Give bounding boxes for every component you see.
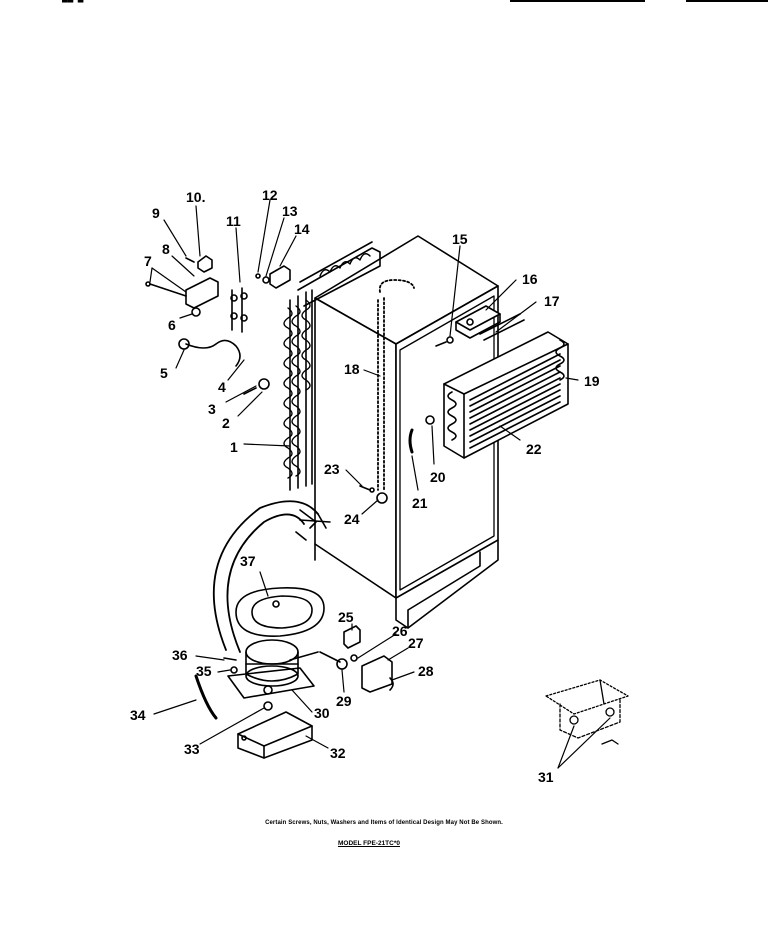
tube-17 <box>479 313 525 341</box>
model-number: MODEL FPE-21TC*0 <box>0 840 738 847</box>
drain-tube <box>377 279 415 491</box>
part-15 <box>435 336 454 347</box>
base-pan-32 <box>237 711 313 759</box>
callout-34: 34 <box>130 707 146 723</box>
callout-4: 4 <box>218 379 226 395</box>
callout-28: 28 <box>418 663 434 679</box>
top-edge-mark: ▀▀ ▀ <box>62 0 84 7</box>
callout-6: 6 <box>168 317 176 333</box>
callout-3: 3 <box>208 401 216 417</box>
footnote: Certain Screws, Nuts, Washers and Items … <box>265 820 503 826</box>
callout-5: 5 <box>160 365 168 381</box>
condenser-loops <box>283 253 371 479</box>
inset-31 <box>545 679 629 745</box>
callout-7: 7 <box>144 253 152 269</box>
model-number-text: MODEL FPE-21TC*0 <box>337 840 400 847</box>
part-21 <box>408 428 414 454</box>
top-rule-right <box>686 0 768 2</box>
callout-20: 20 <box>430 469 446 485</box>
callout-21: 21 <box>412 495 428 511</box>
drain-pan-37 <box>235 587 325 637</box>
callout-26: 26 <box>392 623 408 639</box>
callout-27: 27 <box>408 635 424 651</box>
callout-10: 10. <box>186 189 205 205</box>
callout-35: 35 <box>196 663 212 679</box>
callout-36: 36 <box>172 647 188 663</box>
callout-18: 18 <box>344 361 360 377</box>
callout-24: 24 <box>344 511 360 527</box>
callout-2: 2 <box>222 415 230 431</box>
callout-9: 9 <box>152 205 160 221</box>
part-33 <box>263 701 273 711</box>
callout-11: 11 <box>226 213 241 229</box>
callout-32: 32 <box>330 745 346 761</box>
hose-outer <box>212 500 319 651</box>
callout-17: 17 <box>544 293 560 309</box>
top-rule-left <box>510 0 645 2</box>
callout-15: 15 <box>452 231 468 247</box>
callout-31: 31 <box>538 769 554 785</box>
part-20 <box>425 415 435 425</box>
callout-25: 25 <box>338 609 354 625</box>
drain-fitting <box>376 492 388 504</box>
callout-1: 1 <box>230 439 238 455</box>
electrical-parts <box>145 255 270 395</box>
parts-12-14 <box>255 265 291 289</box>
part-35 <box>230 666 238 674</box>
callout-19: 19 <box>584 373 600 389</box>
callout-labels: 1 2 3 4 5 6 7 8 9 10. 11 12 13 14 15 16 … <box>130 187 600 785</box>
fan-bracket-16 <box>455 305 501 339</box>
part-23 <box>359 485 375 493</box>
part-36 <box>223 657 237 661</box>
callout-16: 16 <box>522 271 538 287</box>
callout-37: 37 <box>240 553 256 569</box>
callout-33: 33 <box>184 741 200 757</box>
compressor <box>227 639 319 699</box>
leader-lines <box>149 199 611 769</box>
callout-12: 12 <box>262 187 278 203</box>
hose-inner <box>226 513 305 653</box>
callout-30: 30 <box>314 705 330 721</box>
callout-8: 8 <box>162 241 170 257</box>
callout-14: 14 <box>294 221 310 237</box>
evaporator-assembly <box>443 331 569 459</box>
callout-29: 29 <box>336 693 352 709</box>
callout-22: 22 <box>526 441 542 457</box>
callout-23: 23 <box>324 461 340 477</box>
part-34 <box>194 674 218 720</box>
valve-assembly <box>319 625 394 693</box>
callout-13: 13 <box>282 203 298 219</box>
